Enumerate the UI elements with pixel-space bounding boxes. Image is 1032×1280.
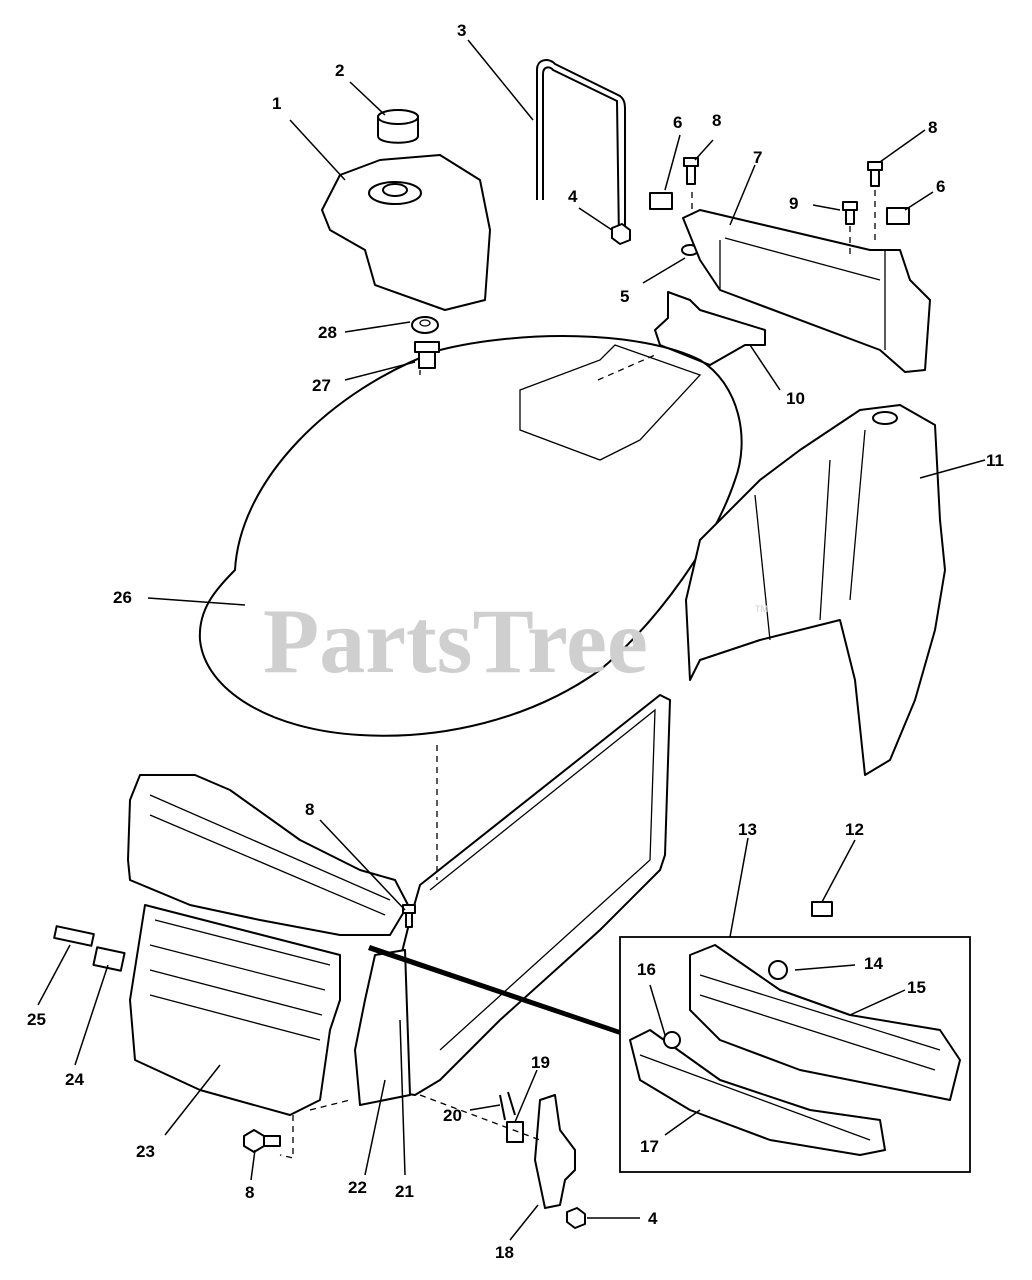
callout-3: 3 bbox=[457, 21, 466, 40]
headlight-housing-upper bbox=[127, 774, 409, 936]
nut-part-4 bbox=[611, 223, 631, 245]
callout-8-repeat-b: 8 bbox=[305, 800, 314, 819]
bolt-part-25 bbox=[53, 925, 95, 947]
bolt-part-8d bbox=[243, 1129, 281, 1153]
callout-22: 22 bbox=[348, 1178, 367, 1197]
callout-23: 23 bbox=[136, 1142, 155, 1161]
clip-part-12 bbox=[811, 901, 833, 917]
bushing-part-19 bbox=[506, 1121, 524, 1143]
nut-part-4b bbox=[566, 1207, 586, 1229]
clip-nut-part-6b bbox=[886, 207, 910, 225]
callout-21: 21 bbox=[395, 1182, 414, 1201]
front-grille-part-23 bbox=[129, 904, 341, 1116]
cap-part-2 bbox=[377, 109, 419, 144]
callout-8: 8 bbox=[712, 111, 721, 130]
callout-8-repeat-a: 8 bbox=[928, 118, 937, 137]
callout-6: 6 bbox=[673, 113, 682, 132]
callout-4: 4 bbox=[568, 187, 578, 206]
callout-5: 5 bbox=[620, 287, 629, 306]
callout-8-repeat-c: 8 bbox=[245, 1183, 254, 1202]
callout-4-repeat: 4 bbox=[648, 1209, 658, 1228]
latch-part-18 bbox=[534, 1094, 576, 1209]
bracket-part-7 bbox=[682, 209, 931, 373]
callout-25: 25 bbox=[27, 1010, 46, 1029]
watermark-text: PartsTree bbox=[263, 590, 648, 692]
callout-26: 26 bbox=[113, 588, 132, 607]
callout-10: 10 bbox=[786, 389, 805, 408]
callout-7: 7 bbox=[753, 148, 762, 167]
callout-27: 27 bbox=[312, 376, 331, 395]
watermark-trademark: TM bbox=[755, 604, 768, 614]
spacer-part-24 bbox=[92, 946, 126, 972]
leader-lines bbox=[37, 39, 986, 1241]
alignment-lines bbox=[279, 190, 876, 1159]
callout-28: 28 bbox=[318, 323, 337, 342]
callout-6-repeat: 6 bbox=[936, 177, 945, 196]
bolt-part-8c bbox=[402, 904, 416, 928]
callout-14: 14 bbox=[864, 954, 883, 973]
grille-panel-part-22 bbox=[354, 949, 411, 1106]
clip-nut-part-6a bbox=[649, 192, 673, 210]
callout-18: 18 bbox=[495, 1243, 514, 1262]
callout-19: 19 bbox=[531, 1053, 550, 1072]
latch-bracket-part-10 bbox=[654, 291, 766, 366]
pin-part-20 bbox=[499, 1091, 516, 1121]
u-bolt-part-3 bbox=[536, 59, 626, 241]
callout-2: 2 bbox=[335, 61, 344, 80]
callout-20: 20 bbox=[443, 1106, 462, 1125]
callout-15: 15 bbox=[907, 978, 926, 997]
fitting-part-27 bbox=[414, 341, 440, 369]
headlight-assembly-inset-13 bbox=[619, 936, 971, 1173]
callout-24: 24 bbox=[65, 1070, 84, 1089]
bolt-part-8b bbox=[867, 161, 883, 187]
grommet-part-28 bbox=[411, 316, 439, 334]
callout-1: 1 bbox=[272, 94, 281, 113]
callout-12: 12 bbox=[845, 820, 864, 839]
callout-17: 17 bbox=[640, 1137, 659, 1156]
fuel-tank-part-1 bbox=[321, 154, 491, 311]
callout-13: 13 bbox=[738, 820, 757, 839]
callout-9: 9 bbox=[789, 194, 798, 213]
callout-11: 11 bbox=[986, 451, 1004, 470]
bolt-part-9 bbox=[842, 201, 858, 225]
bolt-part-8a bbox=[683, 157, 699, 185]
dash-part-11 bbox=[685, 404, 946, 776]
callout-16: 16 bbox=[637, 960, 656, 979]
